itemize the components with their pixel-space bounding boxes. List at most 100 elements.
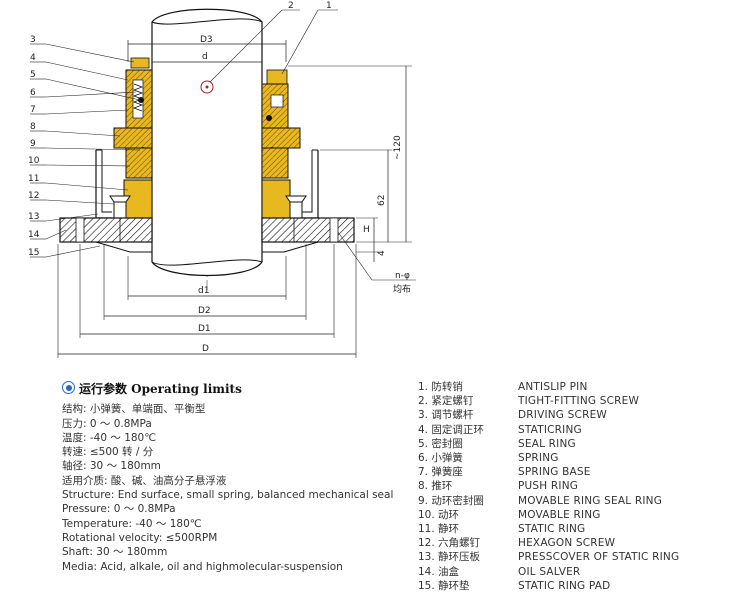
callout-1: 1 (281, 1, 338, 75)
mechanical-seal-drawing: D 3 d (28, 1, 416, 358)
callout-1-label: 1 (326, 1, 332, 11)
callout-10-label: 10 (28, 156, 40, 166)
part-name-en: ANTISLIP PIN (518, 381, 588, 393)
callout-12-label: 12 (28, 191, 39, 201)
part-name-cn: 静环垫 (438, 579, 470, 592)
part-name-en: HEXAGON SCREW (518, 537, 616, 550)
spec-line: 温度: -40 ～ 180℃ (62, 431, 157, 444)
callout-11-label: 11 (28, 174, 39, 184)
seal-right (261, 69, 307, 225)
dim-h: H (356, 217, 412, 243)
part-name-en: SPRING (518, 452, 559, 465)
spec-line: 结构: 小弹簧、单端面、平衡型 (62, 403, 206, 416)
spec-line: Temperature: -40 ～ 180℃ (62, 517, 202, 530)
dim-d1-small: d1 (127, 256, 287, 300)
center-mark (200, 80, 214, 94)
spec-line: Shaft: 30 ～ 180mm (62, 546, 168, 559)
part-name-cn: 动环 (438, 508, 460, 521)
bolt-hole-note: n-φ 均布 (337, 231, 416, 295)
part-name-en: STATIC RING PAD (518, 579, 611, 592)
part-name-en: SPRING BASE (518, 466, 591, 479)
callout-4-label: 4 (30, 53, 36, 63)
callout-8-label: 8 (30, 122, 36, 132)
part-name-en: PUSH RING (518, 480, 579, 493)
dim-d2-label: D2 (198, 306, 211, 316)
operating-limits-title-text: 运行参数 Operating limits (79, 382, 242, 396)
part-name-cn: 六角螺钉 (438, 537, 481, 550)
callout-5-label: 5 (30, 70, 36, 80)
dim-d: d (152, 52, 262, 63)
spec-line: 转速: ≤500 转 / 分 (62, 446, 154, 459)
dim-h-label: H (363, 225, 370, 235)
part-number: 7. (418, 466, 429, 479)
part-number: 1. (418, 381, 429, 393)
parts-list-item: 12. 六角螺钉 HEXAGON SCREW (418, 536, 738, 550)
callout-14-label: 14 (28, 230, 40, 240)
part-number: 10. (418, 508, 435, 521)
n-phi-label: n-φ (395, 271, 410, 281)
operating-limits: 运行参数 Operating limits 结构: 小弹簧、单端面、平衡型 压力… (62, 380, 412, 574)
part-name-en: MOVABLE RING SEAL RING (518, 494, 663, 507)
dim-four: 4 (356, 242, 387, 262)
part-number: 15. (418, 579, 435, 592)
part-name-cn: 调节螺杆 (431, 409, 474, 422)
part-number: 6. (418, 452, 429, 465)
dim-four-label: 4 (377, 250, 387, 256)
parts-list-item: 4. 固定调正环 STATICRING (418, 423, 738, 437)
callout-15-label: 15 (28, 248, 39, 258)
part-number: 5. (418, 437, 429, 450)
bullet-circle-icon (62, 381, 75, 394)
part-name-cn: 防转销 (431, 381, 463, 393)
dim-d-label: d (202, 52, 208, 62)
callout-7-label: 7 (30, 105, 36, 115)
part-name-cn: 密封圈 (431, 437, 463, 450)
part-name-cn: 油盒 (438, 565, 460, 578)
part-name-en: MOVABLE RING (518, 508, 601, 521)
part-name-cn: 弹簧座 (431, 466, 463, 479)
dim-d2: D2 (103, 244, 307, 320)
part-number: 9. (418, 494, 429, 507)
dim-length-120-label: ~120 (393, 135, 403, 160)
parts-list-item: 11. 静环 STATIC RING (418, 522, 738, 536)
dim-d-outer-label: D (202, 344, 209, 354)
part-name-cn: 静环压板 (438, 551, 481, 564)
parts-list-item: 15. 静环垫 STATIC RING PAD (418, 579, 738, 593)
part-number: 11. (418, 523, 435, 536)
callout-13-label: 13 (28, 212, 39, 222)
part-number: 12. (418, 537, 435, 550)
part-name-en: STATICRING (518, 423, 582, 436)
spec-line: Media: Acid, alkale, oil and highmolecul… (62, 560, 343, 573)
part-name-cn: 推环 (431, 480, 453, 493)
callout-2: 2 (209, 1, 300, 83)
seal-left (109, 57, 153, 225)
callout-2-label: 2 (288, 1, 294, 11)
part-name-cn: 固定调正环 (431, 423, 484, 436)
part-name-cn: 静环 (438, 523, 460, 536)
part-name-en: DRIVING SCREW (518, 409, 607, 422)
callout-3-label: 3 (30, 35, 36, 45)
spec-line: 压力: 0 ～ 0.8MPa (62, 417, 152, 430)
part-name-en: STATIC RING (518, 523, 586, 536)
part-name-cn: 紧定螺钉 (431, 395, 474, 408)
callout-6-label: 6 (30, 88, 36, 98)
dim-d1-small-label: d1 (198, 286, 209, 296)
gland-plate (59, 217, 355, 253)
parts-list-item: 10. 动环 MOVABLE RING (418, 508, 738, 522)
spec-line: Rotational velocity: ≤500RPM (62, 531, 218, 544)
part-number: 3. (418, 409, 429, 422)
callout-9-label: 9 (30, 139, 36, 149)
part-number: 14. (418, 565, 435, 578)
part-number: 4. (418, 423, 429, 436)
dim-length-120: ~120 (288, 65, 412, 242)
spec-line: Pressure: 0 ～ 0.8MPa (62, 503, 176, 516)
parts-list-item: 1. 防转销 ANTISLIP PIN (418, 380, 738, 394)
part-number: 2. (418, 395, 429, 408)
